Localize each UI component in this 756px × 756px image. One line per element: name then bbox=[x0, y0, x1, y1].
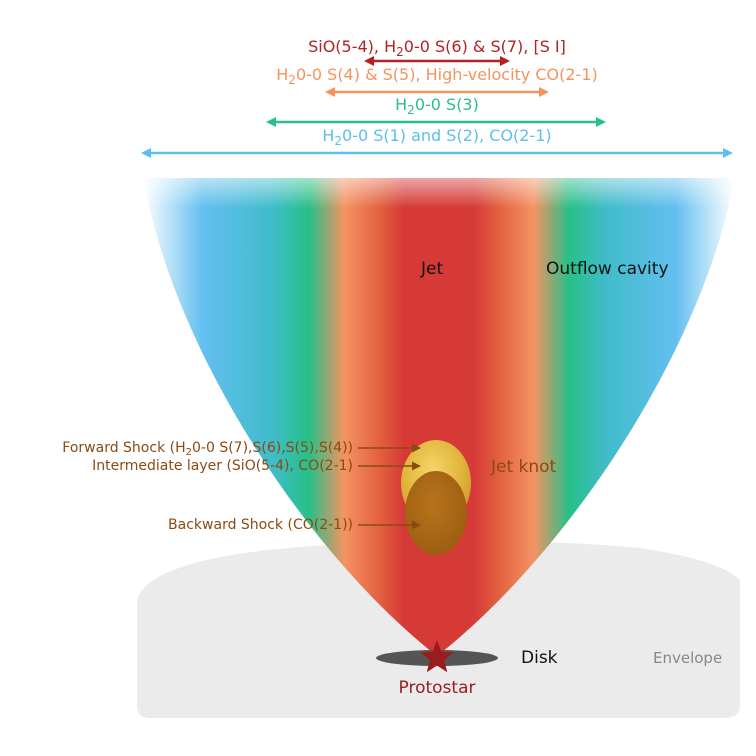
intermediate-layer-label: Intermediate layer (SiO(5-4), CO(2-1) bbox=[92, 458, 353, 474]
envelope-label: Envelope bbox=[653, 649, 722, 667]
range-arrowhead-4-right bbox=[723, 148, 733, 158]
wavelength-range-arrows: SiO(5-4), H20-0 S(6) & S(7), [S I] H20-0 … bbox=[141, 37, 733, 158]
range-arrowhead-1-left bbox=[364, 56, 374, 66]
jet-knot-label: Jet knot bbox=[490, 457, 557, 477]
protostar-icon bbox=[420, 640, 454, 673]
jet-knot-backward bbox=[405, 471, 467, 555]
range-arrowhead-4-left bbox=[141, 148, 151, 158]
range-arrowhead-2-left bbox=[325, 87, 335, 97]
range-label-4: H20-0 S(1) and S(2), CO(2-1) bbox=[322, 126, 551, 148]
range-label-3: H20-0 S(3) bbox=[395, 95, 479, 117]
forward-shock-label: Forward Shock (H20-0 S(7),S(6),S(5),S(4)… bbox=[62, 440, 353, 458]
range-arrowhead-2-right bbox=[539, 87, 549, 97]
disk-label: Disk bbox=[521, 648, 558, 668]
range-arrowhead-3-left bbox=[266, 117, 276, 127]
outflow-cone bbox=[143, 178, 735, 656]
jet-label: Jet bbox=[420, 259, 443, 279]
outflow-cavity-label: Outflow cavity bbox=[546, 259, 669, 279]
backward-shock-label: Backward Shock (CO(2-1)) bbox=[168, 517, 353, 533]
protostar-label: Protostar bbox=[399, 678, 476, 698]
range-label-1: SiO(5-4), H20-0 S(6) & S(7), [S I] bbox=[308, 37, 566, 59]
range-arrowhead-3-right bbox=[596, 117, 606, 127]
range-arrowhead-1-right bbox=[500, 56, 510, 66]
range-label-2: H20-0 S(4) & S(5), High-velocity CO(2-1) bbox=[276, 65, 597, 87]
cone-top-fade bbox=[143, 178, 735, 208]
